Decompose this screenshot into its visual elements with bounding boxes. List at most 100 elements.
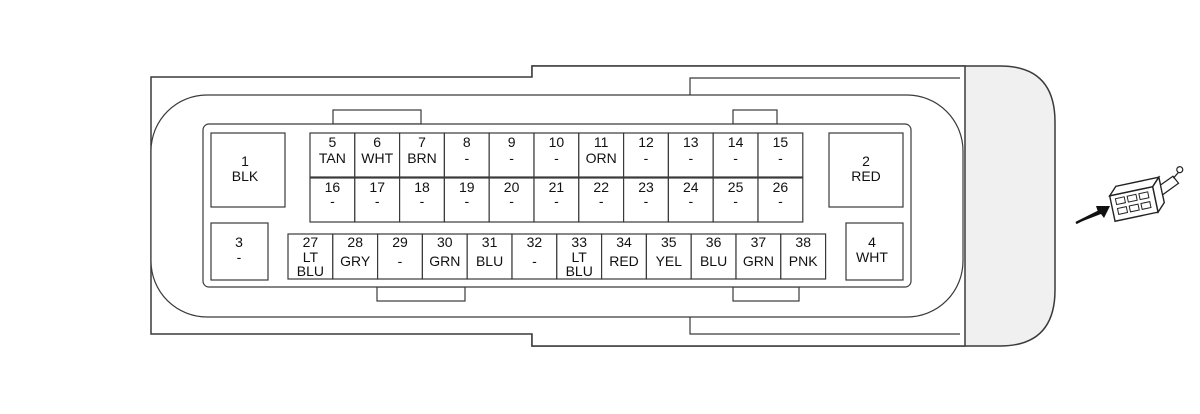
pin-24-wire: - [688,193,693,209]
pin-12-wire: - [644,150,649,166]
pin-10-number: 10 [549,134,565,150]
pin-4: 4 WHT [845,222,904,281]
pin-20: 20- [488,177,535,223]
pin-cell [309,177,356,223]
pin-26-number: 26 [773,179,789,195]
pin-32-number: 32 [527,234,543,250]
pin-cell [488,132,535,178]
pin-5-wire: TAN [319,150,346,166]
pin-27-wire: BLU [297,263,324,279]
pin-37-number: 37 [751,234,767,250]
pin-2-wire: RED [851,168,881,184]
pin-38-wire: PNK [789,253,818,269]
pin-12-number: 12 [638,134,654,150]
pin-32-wire: - [532,253,537,269]
top-latch-left [689,77,960,95]
pin-cell [622,132,669,178]
pin-18-number: 18 [414,179,430,195]
pin-cell [757,177,804,223]
pin-cell [332,233,379,280]
pin-21-number: 21 [549,179,565,195]
pin-cell [622,177,669,223]
pin-cell [421,233,468,280]
pin-21-wire: - [554,193,559,209]
pin-4-wire: WHT [856,249,888,265]
pin-15-number: 15 [773,134,789,150]
pin-29-wire: - [398,253,403,269]
pin-33-number: 33 [571,234,587,250]
pin-11-number: 11 [594,134,609,150]
pin-37-wire: GRN [743,253,774,269]
pin-1-number: 1 [241,153,249,169]
pin-8: 8- [443,132,490,178]
connector-locator-icon [1075,166,1184,225]
pin-28-wire: GRY [340,253,371,269]
pin-cell [667,177,714,223]
pin-34-number: 34 [616,234,632,250]
pin-cell [309,132,356,178]
pin-21: 21- [533,177,580,223]
pin-20-number: 20 [504,179,520,195]
pin-9: 9- [488,132,535,178]
pin-9-wire: - [509,150,514,166]
pin-cell [488,177,535,223]
pin-26-wire: - [778,193,783,209]
bottom-latch-left [689,317,960,335]
pin-36-number: 36 [706,234,722,250]
pin-cell [443,177,490,223]
pin-22-wire: - [599,193,604,209]
pin-15-wire: - [778,150,783,166]
pin-3: 3 - [210,222,269,281]
pin-cell [712,177,759,223]
pin-cell [533,132,580,178]
pin-cell [735,233,782,280]
pin-13-wire: - [688,150,693,166]
pin-cell [354,177,401,223]
pin-cell [354,132,401,178]
pin-5-number: 5 [329,134,337,150]
pin-1: 1 BLK [210,132,286,208]
pin-cell [466,233,513,280]
pin-18-wire: - [420,193,425,209]
pin-cell [511,233,558,280]
pin-3-number: 3 [235,234,243,250]
pin-cell [690,233,737,280]
pin-4-number: 4 [868,234,876,250]
pin-26: 26- [757,177,804,223]
pin-33-wire: LT [572,249,588,265]
pin-29: 29- [377,233,424,280]
pin-19: 19- [443,177,490,223]
pin-17-number: 17 [369,179,385,195]
pin-16: 16- [309,177,356,223]
pin-13-number: 13 [683,134,699,150]
key-tab-bottom-1 [376,286,466,302]
key-tab-bottom-2 [732,286,800,302]
pin-27-number: 27 [303,234,319,250]
pin-12: 12- [622,132,669,178]
pin-28-number: 28 [347,234,363,250]
pin-17-wire: - [375,193,380,209]
pin-34-wire: RED [609,253,639,269]
pin-7-wire: BRN [407,150,437,166]
pin-24: 24- [667,177,714,223]
pin-25-wire: - [733,193,738,209]
pin-6-wire: WHT [361,150,393,166]
mini-connector-icon [1108,166,1184,223]
key-tab-top-1 [332,109,422,125]
pin-16-number: 16 [325,179,341,195]
pin-11-wire: ORN [586,150,617,166]
pin-30-wire: GRN [429,253,460,269]
pin-cell [712,132,759,178]
pin-33-wire: BLU [566,263,593,279]
pin-cell [578,177,625,223]
pin-16-wire: - [330,193,335,209]
pin-23-wire: - [644,193,649,209]
